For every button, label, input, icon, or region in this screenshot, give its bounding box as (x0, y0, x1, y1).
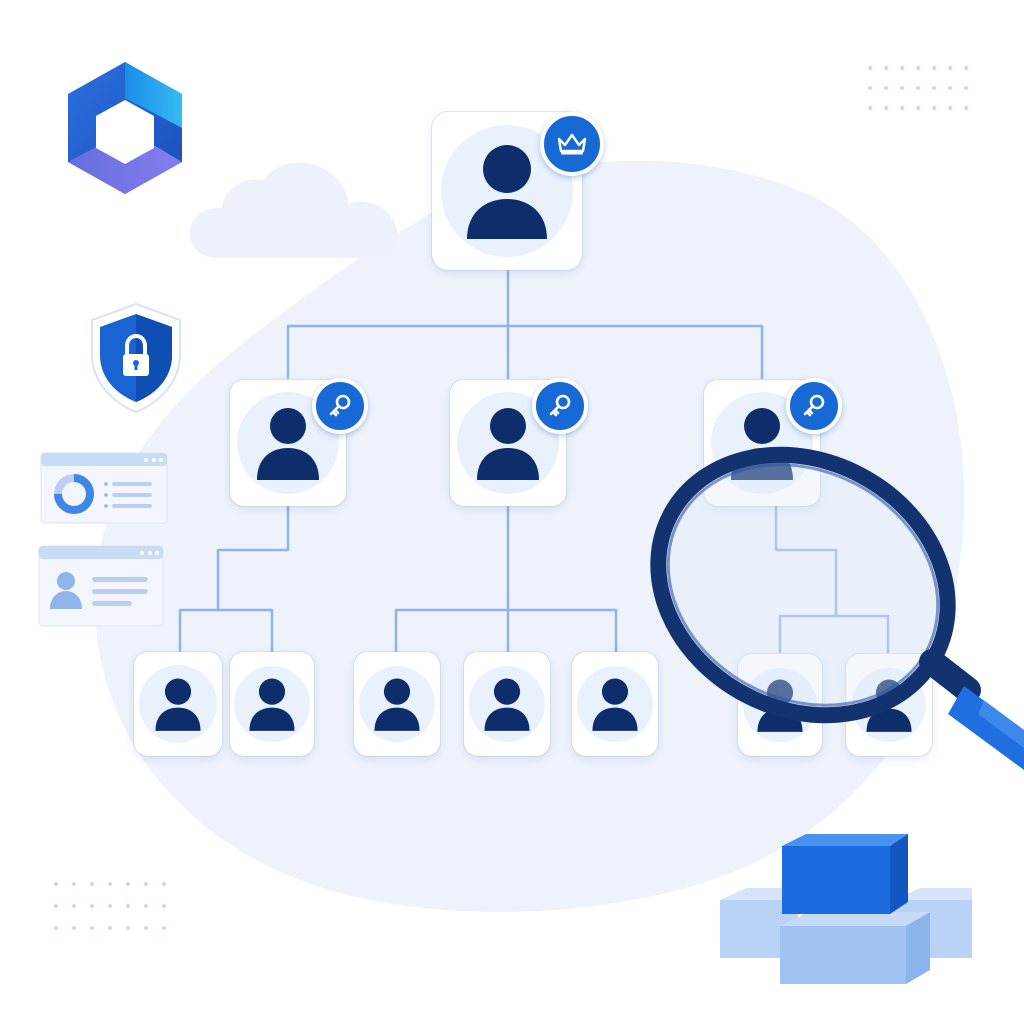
org-node-level3-2[interactable] (230, 652, 314, 756)
crown-badge (540, 112, 604, 176)
dot-grid-top-right (868, 66, 968, 110)
shield-lock-icon (91, 302, 181, 414)
person-icon (257, 408, 319, 480)
key-icon (329, 394, 351, 417)
key-badge (786, 378, 842, 434)
person-icon (484, 678, 530, 731)
avatar (234, 666, 310, 742)
key-badge (312, 378, 368, 434)
key-icon (803, 394, 825, 417)
avatar (469, 666, 545, 742)
crown-icon (557, 133, 587, 155)
org-node-level3-4[interactable] (464, 652, 550, 756)
cube-stack-icon (720, 834, 972, 984)
avatar (359, 666, 435, 742)
avatar (577, 666, 653, 742)
cloud-shape (189, 162, 399, 258)
avatar (139, 665, 217, 743)
org-node-level3-3[interactable] (354, 652, 440, 756)
person-icon (592, 678, 638, 731)
person-icon (467, 145, 547, 239)
key-icon (549, 394, 571, 417)
person-icon (477, 408, 539, 480)
org-node-level3-1[interactable] (134, 652, 222, 756)
profile-panel (38, 545, 164, 627)
person-icon (155, 678, 201, 731)
dot-grid-bottom-left (54, 882, 166, 930)
key-badge (532, 378, 588, 434)
person-icon (374, 678, 420, 731)
chart-panel (40, 452, 168, 524)
m365-hexagon-logo (68, 62, 182, 194)
person-icon (249, 678, 295, 731)
org-node-level3-5[interactable] (572, 652, 658, 756)
